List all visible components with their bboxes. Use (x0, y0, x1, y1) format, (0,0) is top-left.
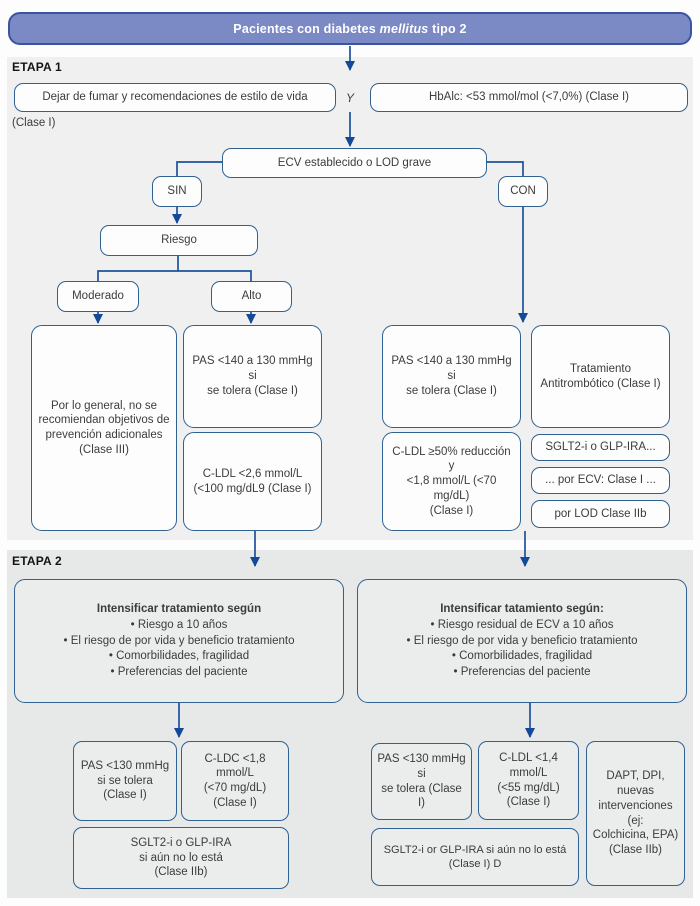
intensify-right-bullet-3: • Comorbilidades, fragilidad (451, 650, 593, 663)
pas-left-box: PAS <140 a 130 mmHg si se tolera (Clase … (183, 325, 322, 428)
header-title: Pacientes con diabetes mellitus tipo 2 (233, 21, 467, 36)
pas-right-box: PAS <140 a 130 mmHg si se tolera (Clase … (382, 325, 521, 428)
stage2-right-cldl-box: C-LDL <1,4 mmol/L (<55 mg/dL) (Clase I) (478, 741, 579, 820)
and-connector: Y (346, 91, 355, 105)
intensify-left-box: Intensificar tratamiento según • Riesgo … (14, 579, 344, 703)
no-targets-box: Por lo general, no se recomiendan objeti… (31, 325, 177, 531)
con-box: CON (498, 176, 548, 207)
cldl-left-box: C-LDL <2,6 mmol/L (<100 mg/dL9 (Clase I) (183, 432, 322, 531)
antithrombotic-box: Tratamiento Antitrombótico (Clase I) (531, 325, 670, 428)
cldl-right-box: C-LDL ≥50% reducción y <1,8 mmol/L (<70 … (382, 432, 521, 531)
hba1c-box: HbAlc: <53 mmol/mol (<7,0%) (Clase I) (370, 83, 688, 112)
sglt2-chain-box-3: por LOD Clase IIb (531, 500, 670, 528)
intensify-right-box: Intensificar tatamiento según: • Riesgo … (357, 579, 687, 703)
dapt-box: DAPT, DPI, nuevas intervenciones (ej: Co… (586, 741, 685, 886)
stage2-label: ETAPA 2 (12, 554, 62, 568)
smoking-class-note: (Clase I) (12, 117, 56, 129)
sglt2-chain-box-2: ... por ECV: Clase I ... (531, 467, 670, 494)
stage1-label: ETAPA 1 (12, 60, 62, 74)
moderado-box: Moderado (57, 281, 139, 312)
intensify-left-title: Intensificar tratamiento según (96, 603, 262, 616)
intensify-left-bullet-2: • El riesgo de por vida y beneficio trat… (63, 634, 295, 647)
sin-box: SIN (152, 176, 202, 207)
intensify-right-bullet-1: • Riesgo residual de ECV a 10 años (430, 618, 614, 631)
stage2-left-cldl-box: C-LDC <1,8 mmol/L (<70 mg/dL) (Clase I) (181, 741, 289, 821)
stage2-right-sglt2-box: SGLT2-i or GLP-IRA si aún no lo está (Cl… (371, 828, 579, 886)
stage2-left-pas-box: PAS <130 mmHg si se tolera (Clase I) (73, 741, 177, 821)
alto-box: Alto (211, 281, 292, 312)
intensify-left-bullet-3: • Comorbilidades, fragilidad (108, 650, 250, 663)
riesgo-box: Riesgo (100, 225, 258, 256)
intensify-right-title: Intensificar tatamiento según: (440, 603, 604, 616)
intensify-right-bullet-4: • Preferencias del paciente (453, 666, 591, 679)
stage2-left-sglt2-box: SGLT2-i o GLP-IRA si aún no lo está (Cla… (73, 827, 289, 889)
intensify-right-bullet-2: • El riesgo de por vida y beneficio trat… (406, 634, 638, 647)
smoking-box: Dejar de fumar y recomendaciones de esti… (14, 83, 336, 112)
intensify-left-bullet-1: • Riesgo a 10 años (130, 618, 228, 631)
header-banner: Pacientes con diabetes mellitus tipo 2 (8, 12, 692, 45)
intensify-left-bullet-4: • Preferencias del paciente (110, 666, 248, 679)
stage2-right-pas-box: PAS <130 mmHg si se tolera (Clase I) (371, 743, 472, 820)
header-title-italic: mellitus (379, 21, 429, 36)
ecv-box: ECV establecido o LOD grave (222, 148, 487, 178)
sglt2-chain-box-1: SGLT2-i o GLP-IRA... (531, 434, 670, 461)
